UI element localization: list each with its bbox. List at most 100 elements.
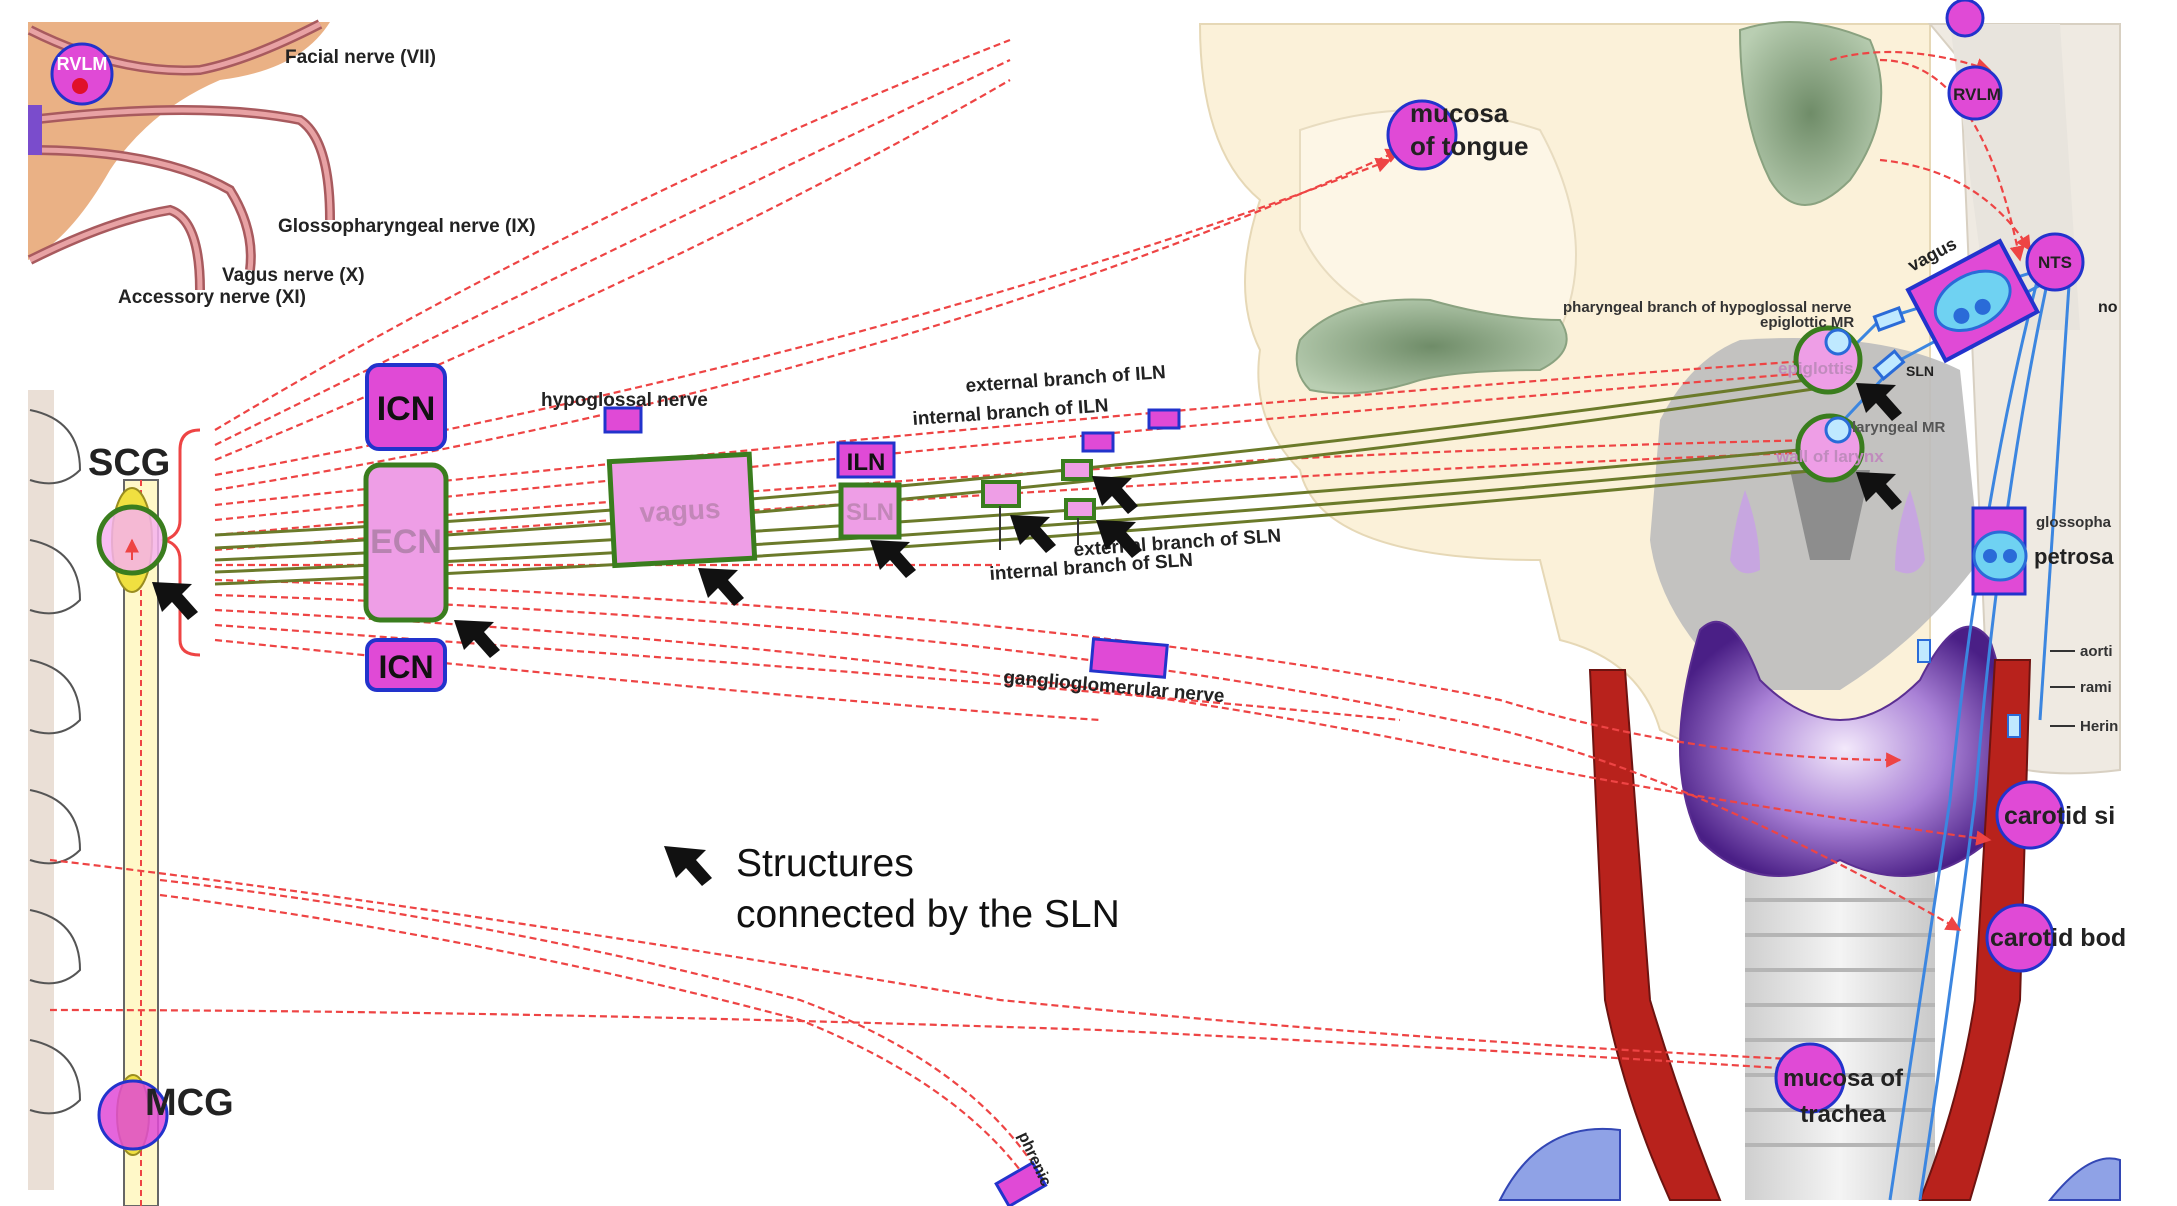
iln-label: ILN [847, 449, 886, 476]
rvlm-left-node[interactable] [50, 42, 114, 106]
rvlm-right-node[interactable] [1947, 65, 2003, 121]
larynx-dark-center [1790, 470, 1870, 560]
brainstem-purple-mark [28, 105, 42, 155]
sln-pointer-arrows [152, 383, 1902, 658]
mucosa-trachea-label-2: trachea [1800, 1101, 1886, 1128]
pointer-arrow-epiglottis [1856, 383, 1902, 421]
carotid-body-label: carotid bod [1990, 924, 2126, 952]
rami-label: rami [2080, 679, 2112, 696]
mcg-ganglion[interactable] [97, 1074, 169, 1156]
legend-text: Structures connected by the SLN [736, 838, 1120, 940]
legend-line-1: Structures [736, 842, 914, 885]
pointer-arrow-internal-sln [1010, 515, 1056, 553]
mcg-label: MCG [145, 1082, 234, 1124]
vessel-blue-right [2047, 1157, 2121, 1201]
rvlm-left-label: RVLM [57, 54, 108, 74]
carotid-body-node[interactable] [1985, 903, 2055, 973]
mucosa-trachea-label-1: mucosa of [1783, 1065, 1904, 1092]
carotid-sinus-label: carotid si [2004, 802, 2115, 830]
scg-label: SCG [88, 442, 170, 484]
accessory-nerve-label: Accessory nerve (XI) [118, 287, 306, 308]
hypoglossal-nerve-label: hypoglossal nerve [541, 390, 708, 411]
icn-top-box[interactable] [365, 363, 447, 451]
sln-box[interactable] [838, 482, 902, 540]
vagus-label: vagus [639, 493, 721, 528]
nts-label: NTS [2038, 253, 2072, 272]
nodose-ganglion-box[interactable] [1905, 238, 2041, 364]
ecn-label: ECN [370, 523, 442, 561]
external-iln-label: external branch of ILN [965, 362, 1167, 397]
herin-label: Herin [2080, 718, 2118, 735]
legend-line-2: connected by the SLN [736, 893, 1120, 936]
mucosa-trachea-node[interactable] [1774, 1042, 1846, 1114]
wall-of-larynx-node[interactable] [1795, 413, 1865, 483]
phrenic-box[interactable] [994, 1160, 1048, 1206]
aorti-label: aorti [2080, 643, 2113, 660]
legend-pointer-icon [664, 846, 712, 886]
vocal-fold-right [1895, 490, 1925, 574]
vagus-trunk-blue-1 [1888, 269, 2042, 1201]
vocal-fold-left [1730, 490, 1760, 574]
trachea-rings [1745, 898, 1935, 1147]
head-anatomy-background [28, 21, 2121, 1201]
external-sln-box-1[interactable] [1061, 459, 1093, 481]
icn-top-label: ICN [377, 390, 436, 428]
mucosa-tongue-label-1: mucosa [1410, 98, 1509, 128]
pharyngeal-hypoglossal-label: pharyngeal branch of hypoglossal nerve [1563, 299, 1851, 316]
epiglottis-label: epiglottis [1778, 359, 1854, 378]
wall-of-larynx-label: wall of larynx [1775, 447, 1884, 466]
facial-nerve-label: Facial nerve (VII) [285, 47, 436, 68]
pointer-arrow-vagus [698, 568, 744, 606]
ecn-box[interactable] [363, 462, 449, 623]
iln-box[interactable] [836, 441, 896, 479]
epiglottic-mr-box[interactable] [1872, 306, 1906, 332]
aortic-arch-blue [1498, 1127, 1621, 1201]
hypoglossal-box[interactable] [603, 406, 643, 434]
adenoid-green [1738, 21, 1883, 206]
pointer-arrow-external-sln-1 [1092, 476, 1138, 514]
epiglottis-node[interactable] [1793, 325, 1863, 395]
internal-sln-box[interactable] [981, 480, 1021, 508]
internal-iln-box[interactable] [1081, 431, 1115, 453]
vertebra-outlines [29, 409, 82, 1115]
external-sln-box-2[interactable] [1064, 498, 1096, 520]
vagus-x-nerve-label: Vagus nerve (X) [222, 265, 365, 286]
tonsil-green [1295, 298, 1568, 395]
glossopharyngeal-nerve-label: Glossopharyngeal nerve (IX) [278, 216, 536, 237]
top-right-node[interactable] [1945, 0, 1985, 38]
pointer-arrow-scg [152, 582, 198, 620]
petrosa-label: petrosa [2034, 544, 2114, 569]
laryngeal-mr-label: laryngeal MR [1852, 419, 1946, 436]
pointer-arrow-wall-of-larynx [1856, 472, 1902, 510]
carotid-left [1588, 669, 1722, 1201]
trachea [1745, 860, 1935, 1200]
rvlm-right-label: RVLM [1953, 85, 2001, 104]
aortic-marker [1917, 639, 1931, 663]
sln-fibers [214, 376, 1821, 586]
sln-label: SLN [846, 499, 894, 526]
internal-iln-label: internal branch of ILN [912, 395, 1109, 430]
sln-small-box[interactable] [1872, 349, 1906, 381]
pointer-arrow-external-sln-2 [1096, 520, 1142, 558]
glossopharyngeal-blue [2038, 269, 2072, 721]
vagus-trunk-blue-2 [1918, 269, 2052, 1201]
pointer-arrow-sln [870, 540, 916, 578]
vagus-box[interactable] [606, 451, 758, 569]
scg-ganglion[interactable] [96, 487, 168, 593]
carotid-sinus-node[interactable] [1995, 780, 2065, 850]
nts-node[interactable] [2025, 232, 2085, 292]
petrosal-ganglion-box[interactable] [1971, 506, 2028, 596]
mucosa-tongue-node[interactable] [1386, 99, 1458, 171]
external-iln-box[interactable] [1147, 408, 1181, 430]
no-label: no [2098, 299, 2118, 316]
mucosa-tongue-label-2: of tongue [1410, 131, 1528, 161]
pointer-arrow-ecn [454, 620, 500, 658]
icn-bottom-box[interactable] [365, 638, 447, 692]
glossopha-label: glossopha [2036, 514, 2112, 531]
epiglottic-mr-label: epiglottic MR [1760, 314, 1854, 331]
icn-bottom-label: ICN [378, 649, 433, 685]
herin-marker [2007, 714, 2021, 738]
ganglioglomerular-box[interactable] [1089, 637, 1169, 679]
sln-small-label: SLN [1906, 363, 1934, 379]
